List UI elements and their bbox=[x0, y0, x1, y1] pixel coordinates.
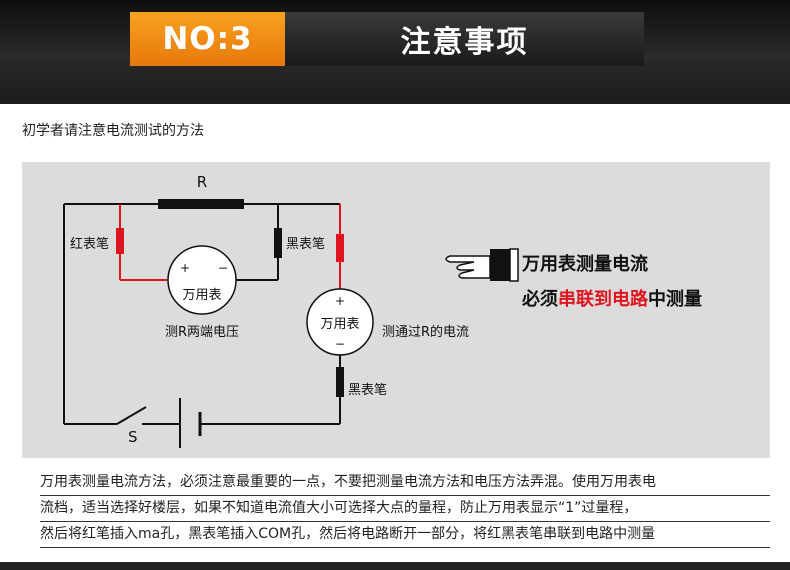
meter2-minus: − bbox=[335, 337, 345, 351]
number-badge: NO:3 bbox=[130, 12, 285, 66]
bottom-bar bbox=[0, 562, 790, 570]
meter1-minus: − bbox=[218, 261, 228, 275]
meter1-plus: + bbox=[180, 261, 190, 275]
section-subtitle: 初学者请注意电流测试的方法 bbox=[22, 123, 204, 139]
note-paragraph: 万用表测量电流方法，必须注意最重要的一点，不要把测量电流方法和电压方法弄混。使用… bbox=[40, 470, 770, 548]
note-line-2: 流档，适当选择好楼层，如果不知道电流值大小可选择大点的量程，防止万用表显示“1”… bbox=[40, 496, 770, 522]
callout-suffix: 中测量 bbox=[648, 288, 702, 310]
callout-line-2: 必须串联到电路中测量 bbox=[521, 288, 702, 310]
callout-highlight: 串联到电路 bbox=[558, 288, 649, 310]
meter2-label: 万用表 bbox=[320, 317, 359, 332]
note-line-1: 万用表测量电流方法，必须注意最重要的一点，不要把测量电流方法和电压方法弄混。使用… bbox=[40, 470, 770, 496]
callout-line-1: 万用表测量电流 bbox=[521, 253, 648, 275]
black-probe-label-2: 黑表笔 bbox=[348, 382, 387, 398]
resistor-label: R bbox=[197, 173, 207, 191]
red-probe-tip-2 bbox=[336, 234, 344, 262]
switch-lever bbox=[116, 406, 147, 425]
circuit-diagram: + − 万用表 测R两端电压 + 万用表 − 测通过R的电流 R 红表笔 黑表笔… bbox=[63, 173, 702, 448]
switch-label: S bbox=[128, 428, 138, 446]
meter2-plus: + bbox=[335, 294, 345, 308]
page-title: 注意事项 bbox=[400, 25, 529, 60]
badge-text: NO:3 bbox=[162, 21, 253, 57]
red-probe-tip-1 bbox=[116, 228, 124, 254]
resistor bbox=[158, 199, 244, 209]
meter2-circle bbox=[306, 288, 374, 356]
diagram-panel bbox=[22, 162, 770, 458]
meter1-circle bbox=[167, 245, 237, 315]
callout-prefix: 必须 bbox=[521, 288, 558, 310]
black-probe-tip-1 bbox=[274, 228, 282, 258]
red-probe-label: 红表笔 bbox=[70, 236, 109, 252]
black-probe-tip-2 bbox=[336, 367, 344, 397]
black-probe-label-1: 黑表笔 bbox=[286, 236, 325, 252]
note-line-3: 然后将红笔插入ma孔，黑表笔插入COM孔，然后将电路断开一部分，将红黑表笔串联到… bbox=[40, 522, 770, 548]
meter2-caption: 测通过R的电流 bbox=[382, 324, 469, 340]
meter1-label: 万用表 bbox=[182, 288, 221, 303]
pointing-hand-icon bbox=[445, 248, 519, 282]
meter1-caption: 测R两端电压 bbox=[165, 325, 239, 340]
